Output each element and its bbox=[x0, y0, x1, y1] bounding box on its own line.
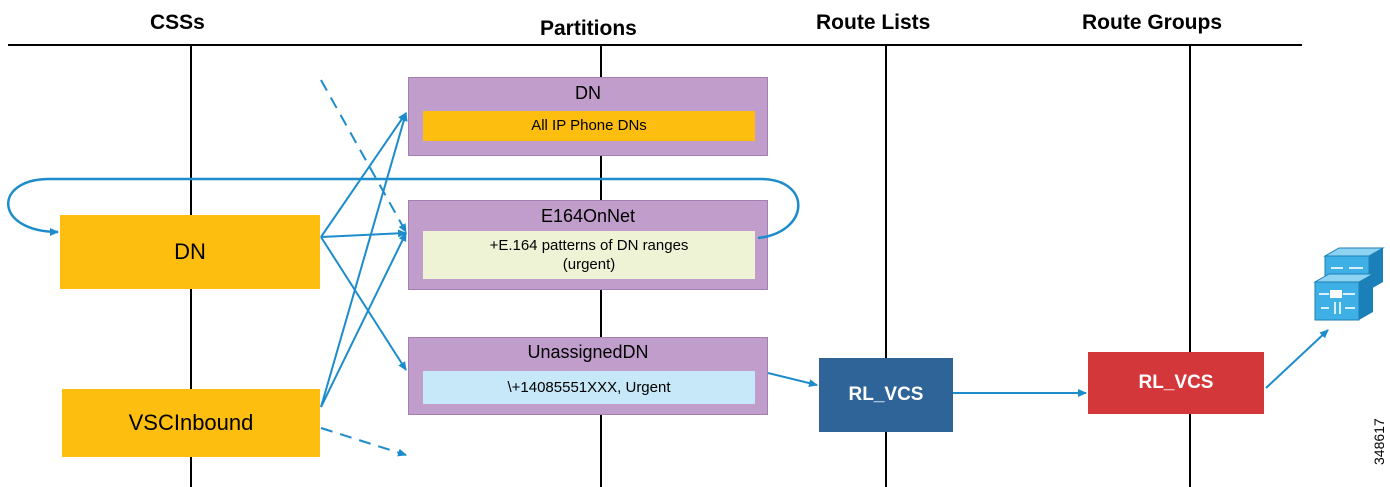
partition-unassigneddn: UnassignedDN \+14085551XXX, Urgent bbox=[408, 337, 768, 415]
partition-dn-content: All IP Phone DNs bbox=[423, 111, 755, 141]
figure-id: 348617 bbox=[1371, 418, 1387, 465]
css-box-dn-label: DN bbox=[174, 239, 206, 264]
partition-e164-content: +E.164 patterns of DN ranges (urgent) bbox=[423, 231, 755, 279]
partition-e164onnet: E164OnNet +E.164 patterns of DN ranges (… bbox=[408, 200, 768, 290]
partition-unassigned-content: \+14085551XXX, Urgent bbox=[423, 371, 755, 404]
header-css: CSSs bbox=[150, 11, 205, 34]
route-list-box: RL_VCS bbox=[819, 358, 953, 432]
css-box-dn: DN bbox=[60, 215, 320, 289]
partition-unassigned-title: UnassignedDN bbox=[527, 342, 649, 362]
partition-dn: DN All IP Phone DNs bbox=[408, 77, 768, 156]
route-group-label: RL_VCS bbox=[1138, 372, 1214, 393]
header-route-groups: Route Groups bbox=[1082, 11, 1222, 34]
partition-e164-line1: +E.164 patterns of DN ranges bbox=[489, 236, 689, 254]
partition-dn-title: DN bbox=[575, 83, 601, 103]
route-group-box: RL_VCS bbox=[1088, 352, 1264, 414]
gateway-switch-icon bbox=[1313, 247, 1385, 321]
header-partitions: Partitions bbox=[540, 17, 637, 40]
partition-e164-title: E164OnNet bbox=[540, 206, 636, 226]
css-box-vsc-label: VSCInbound bbox=[128, 410, 254, 435]
route-list-label: RL_VCS bbox=[848, 384, 924, 405]
css-box-vscinbound: VSCInbound bbox=[62, 389, 320, 457]
partition-e164-line2: (urgent) bbox=[562, 256, 616, 273]
header-route-lists: Route Lists bbox=[816, 11, 931, 34]
